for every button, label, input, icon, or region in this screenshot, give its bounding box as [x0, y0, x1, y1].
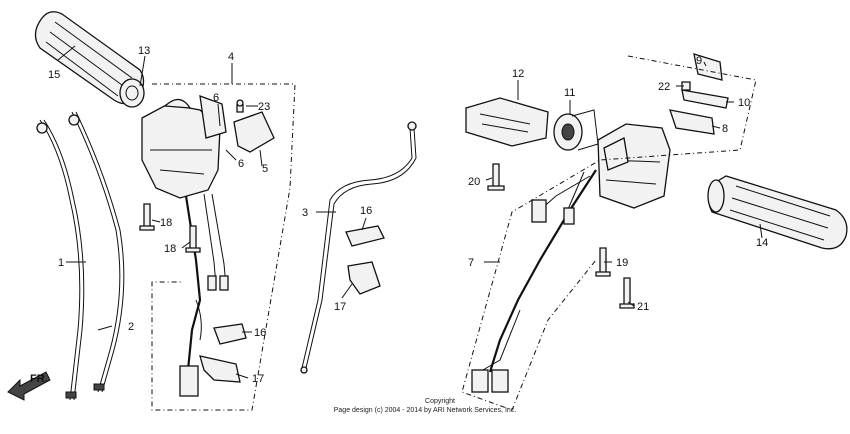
label-16-left: 16 — [254, 327, 266, 339]
label-15: 15 — [48, 69, 60, 81]
right-grip — [707, 175, 848, 250]
throttle-cables — [36, 111, 125, 401]
label-12: 12 — [512, 68, 524, 80]
label-8: 8 — [722, 123, 728, 135]
right-switch-housing — [597, 123, 671, 209]
left-grip — [34, 11, 145, 108]
label-1: 1 — [58, 257, 64, 269]
label-18-bottom: 18 — [164, 243, 176, 255]
label-18-top: 18 — [160, 217, 172, 229]
label-4: 4 — [228, 51, 234, 63]
leader-lines — [57, 45, 763, 379]
clamps-left — [199, 323, 247, 383]
label-19: 19 — [616, 257, 628, 269]
label-6-bottom: 6 — [238, 158, 244, 170]
right-wiring — [471, 169, 597, 393]
copyright-line-2: Page design (c) 2004 - 2014 by ARI Netwo… — [334, 407, 517, 414]
label-9: 9 — [696, 55, 702, 67]
part-numbers: 15 13 4 6 23 6 5 1 2 18 18 3 16 17 16 17… — [48, 45, 768, 385]
clamps-center — [345, 225, 385, 295]
label-10: 10 — [738, 97, 750, 109]
label-17-left: 17 — [252, 373, 264, 385]
direction-label: FR. — [30, 373, 48, 385]
bolts-left — [139, 99, 244, 253]
label-3: 3 — [302, 207, 308, 219]
label-23: 23 — [258, 101, 270, 113]
label-5: 5 — [262, 163, 268, 175]
label-7: 7 — [468, 257, 474, 269]
switch-cover — [465, 97, 549, 147]
label-22: 22 — [658, 81, 670, 93]
direction-arrow: FR. — [7, 371, 51, 401]
clutch-cable — [300, 121, 417, 374]
assembly-frame-right — [461, 55, 757, 411]
label-11: 11 — [564, 87, 575, 99]
label-14: 14 — [756, 237, 768, 249]
label-6-top: 6 — [213, 92, 219, 104]
label-21: 21 — [637, 301, 649, 313]
assembly-frame-left — [151, 83, 296, 411]
label-13: 13 — [138, 45, 150, 57]
label-2: 2 — [128, 321, 134, 333]
label-20: 20 — [468, 176, 480, 188]
copyright-line-1: Copyright — [425, 398, 455, 405]
label-17-center: 17 — [334, 301, 346, 313]
bolts-right — [487, 163, 635, 309]
left-switch-housing — [141, 95, 275, 199]
spacer-ring — [553, 109, 599, 151]
label-16-center: 16 — [360, 205, 372, 217]
right-small-parts — [669, 53, 729, 135]
